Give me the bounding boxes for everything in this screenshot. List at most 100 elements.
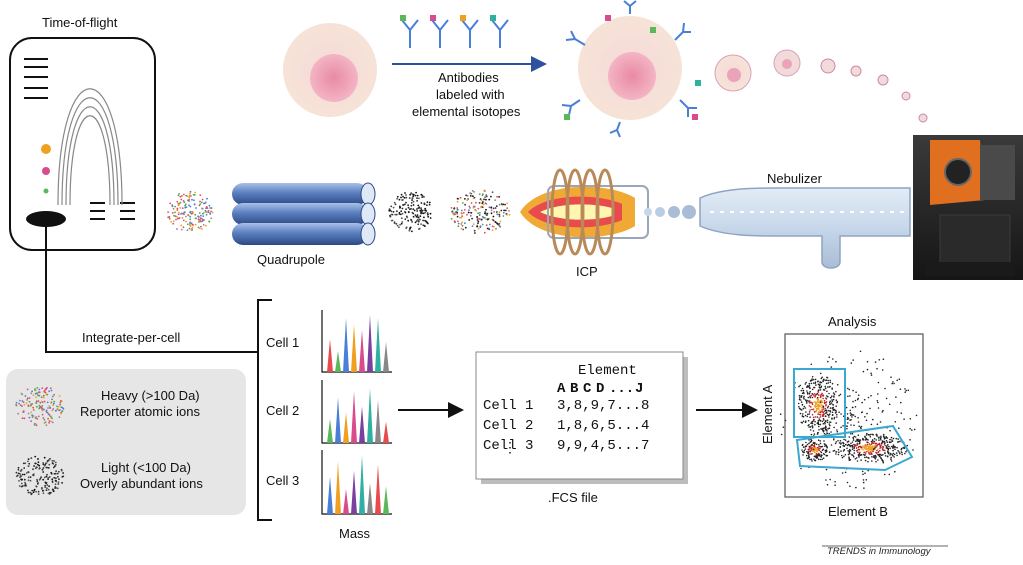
ion-particle [208,204,211,207]
light-label-2: Overly abundant ions [80,476,203,491]
ion-particle [479,212,481,214]
scatter-point [815,453,818,455]
ion-particle [173,214,175,217]
scatter-point [905,389,907,392]
ion-particle [495,211,498,213]
ion-particle [38,478,41,481]
detector-plate [26,211,66,227]
ion-particle [172,220,175,223]
ion-particle [493,225,495,228]
ion-particle [198,204,201,207]
scatter-point [859,451,861,454]
unlabeled-cell [283,23,377,117]
scatter-point [828,392,830,395]
scatter-point [813,401,815,403]
ion-particle [410,204,413,207]
scatter-point [896,446,898,449]
scatter-point [815,447,817,449]
ion-particle [38,388,41,391]
ion-particle [388,209,391,212]
scatter-point [840,454,843,457]
scatter-point [817,380,819,383]
scatter-point [871,446,873,449]
scatter-point [835,441,837,443]
scatter-point [829,407,832,409]
tof-detector: Time-of-flight [9,15,156,251]
scatter-point [818,384,821,387]
scatter-point [810,394,813,397]
ion-particle [500,209,503,212]
scatter-point [915,414,918,417]
scatter-point [842,450,845,452]
scatter-point [835,422,837,424]
ion-particle [51,480,54,483]
ion-particle [36,480,39,483]
scatter-point [884,387,886,390]
ion-particle [59,403,61,406]
ion-particle [456,215,459,218]
scatter-point [808,411,811,413]
ion-particle [169,202,172,205]
spectrum-peak [383,342,389,372]
scatter-point [820,451,823,454]
ion-particle [42,394,45,397]
ion-particle [486,212,489,215]
ion-particle [473,191,475,193]
ion-particle [421,212,423,215]
ion-particle [181,195,183,197]
ion-particle [32,394,35,397]
scatter-point [818,445,820,448]
ion-particle [414,221,417,224]
ion-particle [35,402,38,404]
ion-particle [469,214,472,217]
scatter-point [839,446,841,449]
ion-particle [491,229,494,232]
scatter-point [823,399,826,402]
scatter-point [806,402,808,404]
heavy-label-2: Reporter atomic ions [80,404,200,419]
ion-particle [467,211,470,214]
ion-particle [469,195,472,197]
scatter-point [797,402,800,405]
scatter-point [829,403,832,405]
scatter-point [821,401,824,404]
scatter-point [900,447,903,450]
ion-particle [193,199,195,202]
ion-particle [27,489,29,492]
scatter-point [859,439,862,441]
scatter-point [811,378,813,380]
ion-particle [176,217,179,220]
scatter-point [890,458,892,461]
scatter-point [884,455,887,457]
ion-particle [420,202,423,204]
scatter-point [880,454,883,457]
scatter-point [804,399,807,401]
scatter-point [906,444,909,447]
scatter-point [867,396,870,399]
ion-particle [35,424,38,427]
ion-particle [32,406,34,409]
fcs-header: Element [578,363,637,379]
scatter-point [829,421,832,424]
ion-particle [190,195,192,197]
scatter-point [877,437,880,439]
scatter-point [814,420,816,423]
scatter-point [818,405,821,408]
ion-particle [54,483,57,486]
scatter-point [829,413,831,416]
ion-particle [206,197,208,200]
spectrum-peak [335,397,341,443]
scatter-point [834,484,836,487]
scatter-point [798,406,800,408]
ion-particle [176,207,179,210]
scatter-point [866,447,868,450]
ion-particle [189,221,192,224]
ion-particle [192,193,195,196]
scatter-point [807,424,809,427]
ion-particle [180,228,183,231]
scatter-point [828,414,830,417]
scatter-point [811,426,814,429]
scatter-point [828,401,831,404]
scatter-point [809,416,811,419]
ion-particle [55,480,58,483]
